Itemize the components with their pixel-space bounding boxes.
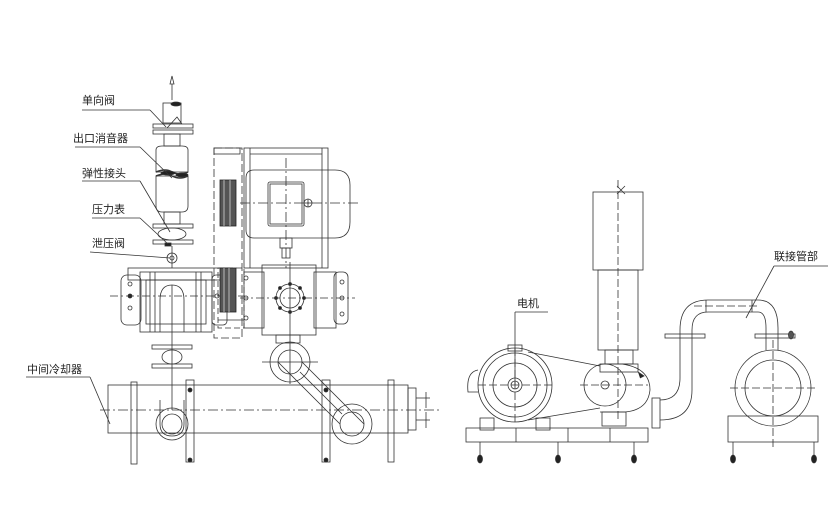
label-flexible-joint: 弹性接头	[82, 167, 126, 180]
label-check-valve: 单向阀	[82, 94, 115, 107]
label-pressure-gauge: 压力表	[92, 203, 125, 216]
side-view	[465, 180, 828, 464]
label-connecting-pipe: 联接管部	[774, 250, 818, 263]
label-relief-valve: 泄压阀	[92, 237, 125, 250]
front-view	[26, 75, 440, 465]
label-intercooler: 中间冷却器	[27, 363, 82, 376]
label-motor: 电机	[517, 297, 539, 310]
label-outlet-silencer: 出口消音器	[73, 132, 128, 145]
